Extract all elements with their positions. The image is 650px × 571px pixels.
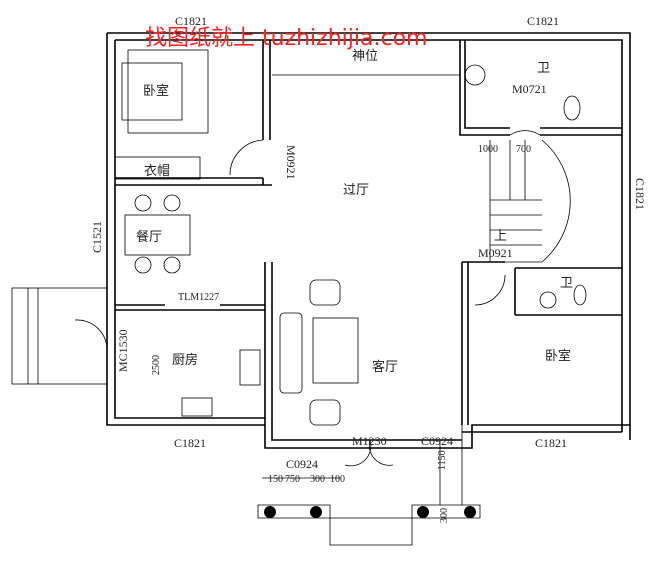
room-hall: 过厅: [343, 183, 369, 198]
sofa: [279, 312, 303, 394]
dimension-text: 300: [310, 474, 325, 485]
room-wardrobe: 衣帽: [144, 163, 170, 179]
fixtures: [11, 49, 587, 546]
walls: [106, 32, 631, 449]
stair-up-label: 上: [494, 229, 507, 244]
room-labels: 神位 卫 卧室 衣帽 过厅 餐厅 卫 厨房 客厅 卧室 上: [136, 49, 573, 375]
armchair: [309, 399, 341, 426]
dimension-text: 1150: [437, 450, 448, 470]
room-dining: 餐厅: [136, 229, 162, 245]
dimension-text: 300: [439, 508, 450, 523]
window-label: C0924: [421, 434, 453, 448]
coffee-table: [312, 317, 359, 384]
room-bedroom-left: 卧室: [143, 83, 169, 99]
sink: [181, 397, 213, 417]
dimension-text: 1000: [478, 144, 498, 155]
window-label: C1821: [175, 14, 207, 28]
armchair: [309, 279, 341, 306]
dimension-text: 150: [268, 474, 283, 485]
side-porch: [11, 287, 108, 385]
window-label: C1521: [90, 221, 104, 253]
window-label: C1821: [174, 436, 206, 450]
opening-labels: C1821 C1821 M0721 M0921 C1821 C1521 M092…: [90, 14, 647, 471]
dimension-text: 750: [285, 474, 300, 485]
room-bath-right: 卫: [560, 276, 573, 291]
dimension-text: 100: [330, 474, 345, 485]
dimension-text: 700: [516, 144, 531, 155]
room-bath-top: 卫: [537, 61, 550, 76]
dining-table: [124, 214, 191, 256]
bed: [127, 49, 209, 134]
room-shrine: 神位: [352, 49, 378, 64]
window-label: C1821: [633, 178, 647, 210]
dimensions: 1000 700 2500 150 750 300 100 1150 300: [151, 144, 531, 523]
room-bedroom-right: 卧室: [545, 348, 571, 364]
door-label: M0921: [478, 246, 513, 260]
wardrobe: [114, 156, 201, 180]
door-label: M0921: [284, 145, 298, 180]
window-label: C0924: [286, 457, 318, 471]
watermark: 找图纸就上 tuzhizhijia.com: [145, 26, 427, 51]
room-living: 客厅: [372, 359, 398, 375]
door-label: MC1530: [116, 329, 130, 372]
stove: [239, 349, 261, 386]
washbasin: [464, 64, 486, 86]
door-label: M0721: [512, 82, 547, 96]
room-kitchen: 厨房: [172, 352, 198, 368]
window-label: C1821: [527, 14, 559, 28]
dimension-text: 2500: [151, 355, 162, 375]
door-label: TLM1227: [178, 292, 219, 303]
door-label: M1230: [352, 434, 387, 448]
window-label: C1821: [535, 436, 567, 450]
toilet: [563, 95, 581, 121]
